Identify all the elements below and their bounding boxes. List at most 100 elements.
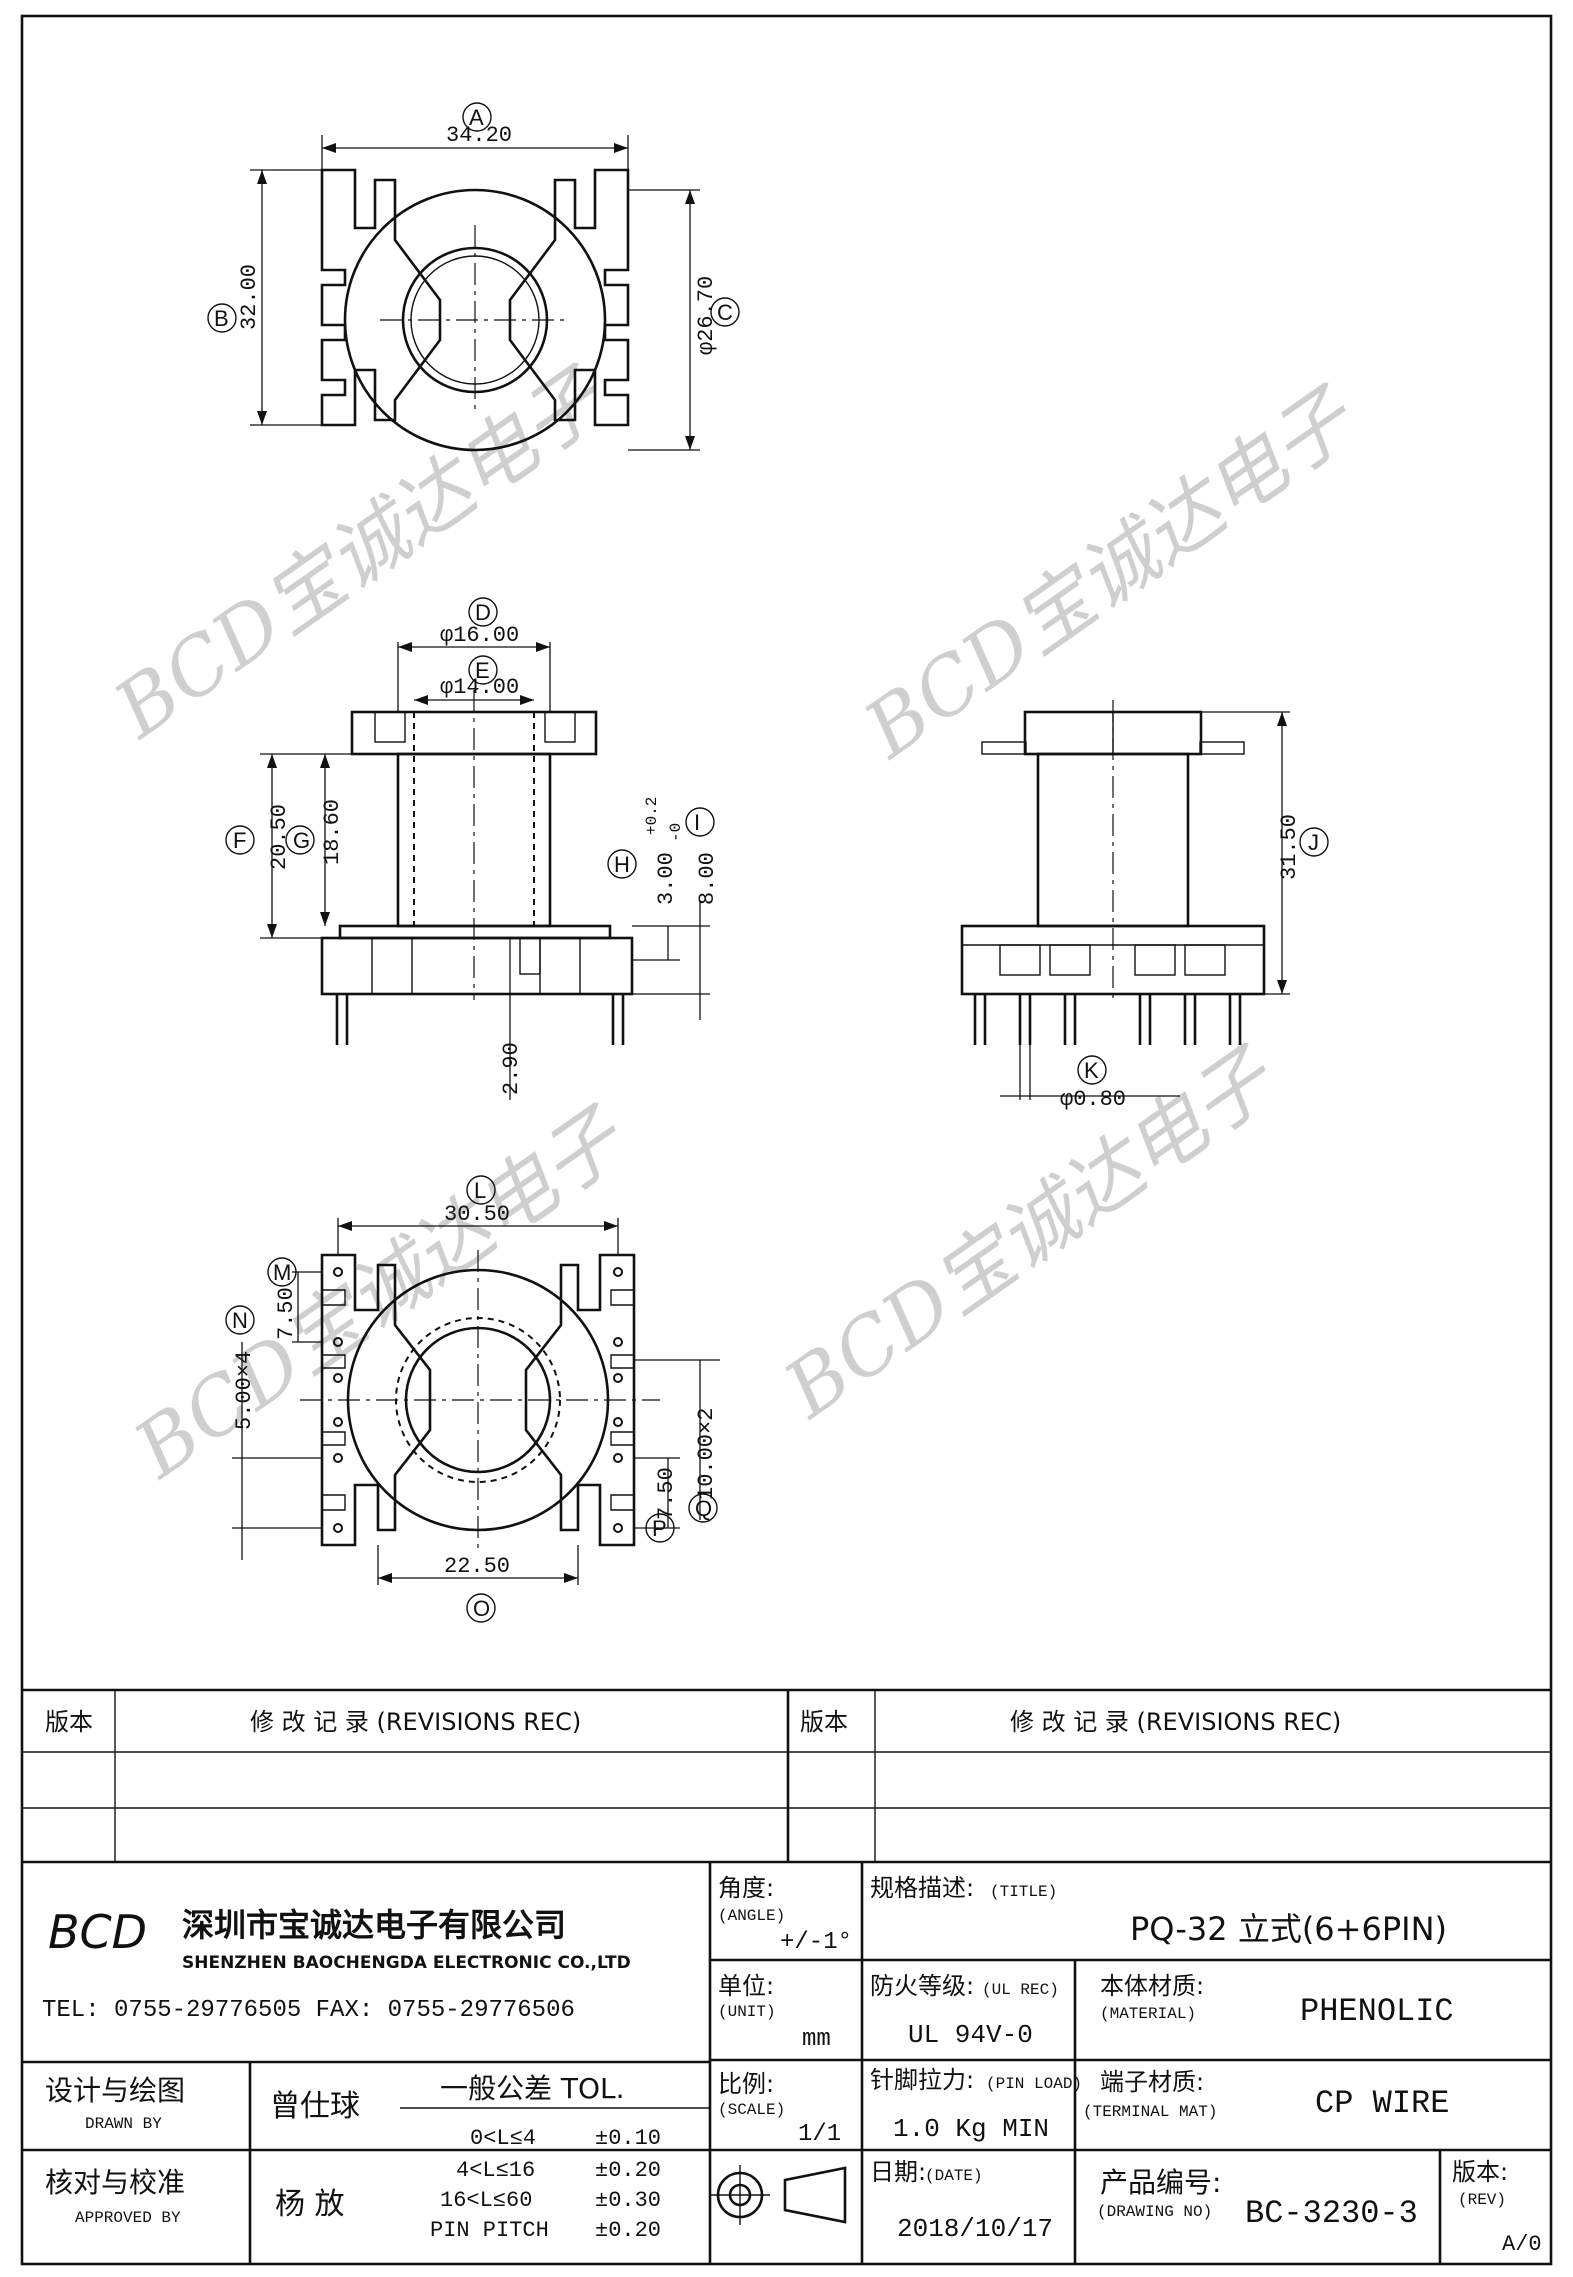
dim-h-value: 3.00 [654,852,679,905]
tag-q: Q [695,1496,712,1521]
tol-range-3: 16<L≤60 [440,2188,532,2213]
watermark-3: BCD宝诚达电子 [118,1091,643,1496]
watermark-1: BCD宝诚达电子 [98,351,623,756]
dim-a-value: 34.20 [446,123,512,148]
tag-m: M [273,1260,291,1285]
rev-record-right: 修 改 记 录 (REVISIONS REC) [1010,1708,1341,1736]
ul-value: UL 94V-0 [908,2020,1033,2050]
tol-range-1: 0<L≤4 [470,2126,536,2151]
approved-name: 杨 放 [275,2187,345,2222]
company-logo: BCD [48,1905,147,1959]
drawn-name: 曾仕球 [270,2089,360,2124]
dim-k-value: φ0.80 [1060,1087,1126,1112]
dim-o-value: 22.50 [444,1554,510,1579]
bottom-left-flange [320,1253,432,1547]
dim-g-value: 18.60 [320,799,345,865]
title-label-en: (TITLE) [990,1883,1057,1901]
drawing-no-label: 产品编号: [1100,2166,1221,2199]
rev-label-en: (REV) [1458,2191,1506,2209]
watermark-2: BCD宝诚达电子 [848,371,1373,776]
title-label: 规格描述: [870,1874,974,1902]
approved-label: 核对与校准 [45,2166,185,2199]
tag-g: G [293,828,310,853]
unit-label-en: (UNIT) [718,2003,776,2021]
drawing-no-value: BC-3230-3 [1245,2195,1418,2232]
title-block: 版本 修 改 记 录 (REVISIONS REC) 版本 修 改 记 录 (R… [22,1688,1551,2264]
dim-n-value: 5.00×4 [232,1351,257,1430]
dim-f-value: 20.50 [267,804,292,870]
rev-header-right: 版本 [800,1708,848,1736]
rev-record-left: 修 改 记 录 (REVISIONS REC) [250,1708,581,1736]
drawing-no-label-en: (DRAWING NO) [1097,2203,1212,2221]
dim-j-value: 31.50 [1277,814,1302,880]
dim-b-value: 32.00 [237,264,262,330]
pin-load-label-en: (PIN LOAD) [986,2075,1082,2093]
terminal-value: CP WIRE [1315,2085,1449,2122]
ul-label-en: (UL REC) [982,1981,1059,1999]
rev-header-left: 版本 [45,1708,93,1736]
tel-fax: TEL: 0755-29776505 FAX: 0755-29776506 [42,1997,575,2024]
front-base-plate [338,924,612,940]
tol-value-3: ±0.30 [595,2188,661,2213]
top-outer-ring [343,188,607,452]
unit-value: mm [802,2026,831,2053]
tag-i: I [694,810,700,835]
tol-value-4: ±0.20 [595,2218,661,2243]
date-label-en: (DATE) [925,2167,983,2185]
tolerance-header: 一般公差 TOL. [440,2072,625,2105]
tag-j: J [1308,830,1319,855]
approved-label-en: APPROVED BY [75,2209,181,2227]
front-base [320,936,634,996]
angle-value: +/-1° [780,1929,852,1956]
side-view: 31.50 J φ0.80 K [960,700,1329,1112]
date-label: 日期: [870,2158,926,2186]
drawn-label-en: DRAWN BY [85,2115,162,2133]
tol-value-2: ±0.20 [595,2158,661,2183]
sheet-border [20,14,1553,2266]
top-right-flange [508,168,630,427]
company-name-cn: 深圳市宝诚达电子有限公司 [182,1906,566,1944]
tag-k: K [1084,1058,1099,1083]
pin-load-label: 针脚拉力: [870,2066,974,2094]
dim-l-value: 30.50 [444,1202,510,1227]
tag-a: A [469,105,484,130]
bottom-view: 30.50 L 7.50 M 5.00×4 N 22.50 O 7.50 P 1 [225,1175,720,1623]
dim-c-value: φ26.70 [694,276,719,355]
dim-p-value: 7.50 [654,1467,679,1520]
company-name-en: SHENZHEN BAOCHENGDA ELECTRONIC CO.,LTD [182,1953,631,1973]
dim-q-value: 10.00×2 [694,1408,719,1500]
material-label-en: (MATERIAL) [1100,2005,1196,2023]
dim-d-value: φ16.00 [440,623,519,648]
material-value: PHENOLIC [1300,1993,1454,2030]
date-value: 2018/10/17 [897,2214,1053,2244]
dim-h-tol-plus: +0.2 [643,797,661,835]
dim-h-tol-minus: -0 [667,823,685,842]
angle-label: 角度: [718,1874,774,1902]
material-label: 本体材质: [1100,1972,1204,2000]
scale-label: 比例: [718,2070,774,2098]
dim-i-value: 8.00 [695,852,720,905]
drawn-label: 设计与绘图 [45,2074,185,2107]
tag-e: E [475,658,490,683]
unit-label: 单位: [718,1972,774,2000]
scale-value: 1/1 [798,2121,841,2148]
top-left-flange [320,168,442,427]
angle-label-en: (ANGLE) [718,1907,785,1925]
tol-range-2: 4<L≤16 [456,2158,535,2183]
tag-c: C [717,300,733,325]
projection-symbol-icon [710,2165,847,2225]
pin-load-value: 1.0 Kg MIN [893,2114,1049,2144]
side-base [960,924,1266,996]
tag-l: L [474,1178,486,1203]
scale-label-en: (SCALE) [718,2101,785,2119]
tag-b: B [214,306,229,331]
tag-n: N [232,1308,248,1333]
dim-e-value: φ14.00 [440,675,519,700]
bottom-right-flange [524,1253,636,1547]
top-view: 34.20 A 32.00 B φ26.70 C [207,102,740,452]
tag-h: H [614,852,630,877]
tag-o: O [473,1596,490,1621]
dim-bottom-value: 2.90 [499,1042,524,1095]
terminal-label-en: (TERMINAL MAT) [1083,2103,1217,2121]
